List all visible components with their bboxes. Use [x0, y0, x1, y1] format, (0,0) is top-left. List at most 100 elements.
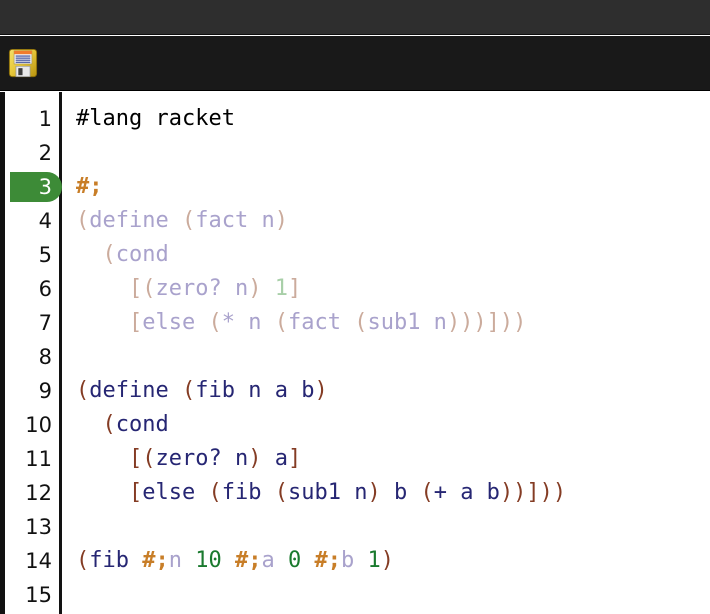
line-number[interactable]: 15: [5, 578, 59, 612]
code-line[interactable]: (cond: [76, 238, 710, 272]
code-token: fact: [287, 310, 341, 335]
line-number[interactable]: 7: [5, 306, 59, 340]
line-number[interactable]: 12: [5, 476, 59, 510]
code-line[interactable]: [76, 510, 710, 544]
code-line[interactable]: [else (fib (sub1 n) b (+ a b))])): [76, 476, 710, 510]
code-token: n: [168, 548, 182, 573]
code-token: 1: [367, 548, 381, 573]
code-token: [407, 480, 420, 505]
code-token: ): [274, 208, 288, 233]
code-token: [129, 548, 142, 573]
code-token: (: [208, 310, 222, 335]
line-number-label: 4: [38, 209, 52, 233]
line-number-label: 8: [38, 345, 52, 369]
code-token: [261, 310, 274, 335]
line-number[interactable]: 4: [5, 204, 59, 238]
line-number-label: 14: [25, 549, 52, 573]
code-token: (: [76, 378, 90, 403]
code-token: cond: [115, 412, 169, 437]
line-number-label: 7: [38, 311, 52, 335]
code-area[interactable]: #lang racket #;(define (fact n) (cond [(…: [62, 92, 710, 614]
code-token: ): [248, 276, 262, 301]
code-line[interactable]: #lang racket: [76, 102, 710, 136]
code-line[interactable]: (fib #;n 10 #;a 0 #;b 1): [76, 544, 710, 578]
code-token: [261, 480, 274, 505]
code-line[interactable]: [else (* n (fact (sub1 n)))])): [76, 306, 710, 340]
code-token: [341, 310, 354, 335]
code-token: 10: [195, 548, 222, 573]
code-token: (: [274, 480, 288, 505]
code-token: 0: [288, 548, 302, 573]
line-number-label: 3: [38, 175, 52, 199]
code-token: [275, 548, 288, 573]
code-token: (: [76, 548, 90, 573]
line-number-current[interactable]: 3: [5, 170, 62, 204]
code-token: [169, 208, 182, 233]
code-line[interactable]: [76, 578, 710, 612]
line-number-label: 2: [38, 141, 52, 165]
code-token: ]: [287, 276, 302, 301]
code-token: [76, 242, 103, 267]
code-token: else: [142, 310, 196, 335]
code-token: [301, 548, 314, 573]
code-token: (: [208, 480, 222, 505]
code-token: (: [181, 208, 196, 233]
code-token: fact n: [195, 208, 275, 233]
code-token: ): [314, 378, 328, 403]
code-token: define: [89, 378, 169, 403]
code-line[interactable]: [(zero? n) a]: [76, 442, 710, 476]
code-token: [76, 310, 129, 335]
code-token: #;: [314, 548, 342, 573]
code-token: ): [367, 480, 381, 505]
line-number-label: 10: [25, 413, 52, 437]
code-token: [: [128, 480, 143, 505]
code-token: sub1 n: [287, 480, 368, 505]
line-number[interactable]: 11: [5, 442, 59, 476]
line-number-label: 12: [25, 481, 52, 505]
code-line[interactable]: [76, 136, 710, 170]
code-token: #;: [142, 548, 169, 573]
code-line[interactable]: (cond: [76, 408, 710, 442]
code-token: [169, 378, 182, 403]
line-number[interactable]: 8: [5, 340, 59, 374]
code-token: ]: [287, 446, 302, 471]
code-token: sub1 n: [367, 310, 447, 335]
line-number[interactable]: 5: [5, 238, 59, 272]
line-number[interactable]: 1: [5, 102, 59, 136]
line-number[interactable]: 6: [5, 272, 59, 306]
line-number[interactable]: 14: [5, 544, 59, 578]
line-number[interactable]: 2: [5, 136, 59, 170]
code-token: (: [102, 242, 116, 267]
code-token: define: [89, 208, 169, 233]
code-token: 1: [274, 276, 288, 301]
code-token: fib: [221, 480, 262, 505]
code-token: b: [393, 480, 408, 505]
line-number[interactable]: 9: [5, 374, 59, 408]
code-token: cond: [115, 242, 169, 267]
code-token: ): [248, 446, 262, 471]
line-number-label: 15: [25, 583, 52, 607]
code-token: [195, 480, 208, 505]
code-line[interactable]: [76, 340, 710, 374]
code-token: a: [261, 548, 275, 573]
line-number-label: 6: [38, 277, 52, 301]
code-token: fib n a b: [195, 378, 315, 403]
toolbar: [0, 36, 710, 91]
code-line[interactable]: #;: [76, 170, 710, 204]
code-token: + a b: [433, 480, 500, 505]
code-line[interactable]: (define (fact n): [76, 204, 710, 238]
line-number[interactable]: 10: [5, 408, 59, 442]
code-token: b: [341, 548, 355, 573]
code-line[interactable]: (define (fib n a b): [76, 374, 710, 408]
code-token: a: [274, 446, 288, 471]
code-token: (: [274, 310, 288, 335]
code-line[interactable]: [(zero? n) 1]: [76, 272, 710, 306]
code-token: (: [354, 310, 368, 335]
line-number-label: 9: [38, 379, 52, 403]
save-button[interactable]: [6, 46, 40, 80]
code-token: zero? n: [155, 276, 249, 301]
line-number[interactable]: 13: [5, 510, 59, 544]
